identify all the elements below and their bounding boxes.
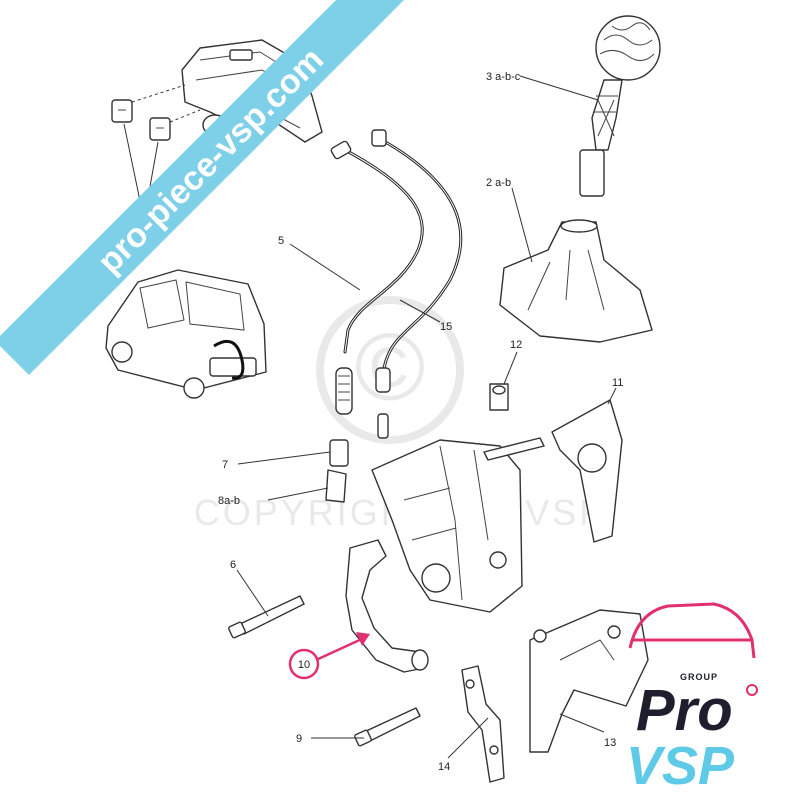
logo-dot-icon xyxy=(746,684,758,696)
callout-6: 6 xyxy=(230,559,236,571)
part-14-bracket xyxy=(461,665,505,783)
callout-12: 12 xyxy=(510,339,522,351)
logo-group-text: GROUP xyxy=(680,672,718,682)
part-7-bracket-clip xyxy=(329,439,349,467)
callout-3: 3 a-b-c xyxy=(486,71,521,83)
part-12-clip xyxy=(489,383,509,411)
part-3-gear-knob-lever xyxy=(579,15,661,197)
part-9-bolt xyxy=(354,707,421,747)
part-8-plate xyxy=(325,469,347,503)
part-2-gear-boot xyxy=(499,219,653,343)
logo-car-icon xyxy=(628,602,756,659)
part-5-15-cables xyxy=(330,129,463,439)
callout-7: 7 xyxy=(222,459,228,471)
callout-15: 15 xyxy=(440,321,452,333)
callout-5: 5 xyxy=(278,235,284,247)
copyright-symbol: © xyxy=(355,314,426,421)
part-11-mount xyxy=(551,399,623,543)
part-6-bolt xyxy=(228,595,305,639)
callout-14: 14 xyxy=(438,761,450,773)
copyright-circle xyxy=(316,296,464,444)
gearbox xyxy=(371,437,545,613)
callout-11: 11 xyxy=(612,377,623,389)
callout-13: 13 xyxy=(604,737,616,749)
logo-brand-bottom: VSP xyxy=(626,736,735,796)
part-4-switches xyxy=(111,84,201,141)
callout-9: 9 xyxy=(296,733,302,745)
callout-8: 8a-b xyxy=(218,495,240,507)
logo-brand-top: Pro xyxy=(636,678,733,743)
leader-lines xyxy=(123,21,617,759)
site-banner-bg xyxy=(0,0,425,375)
provsp-logo: GROUP Pro VSP xyxy=(626,602,758,796)
part-13-bracket xyxy=(529,609,649,753)
vehicle-illustration xyxy=(105,269,267,399)
callout-2: 2 a-b xyxy=(486,177,511,189)
callout-10: 10 xyxy=(298,659,310,671)
callout-10-highlight: 10 xyxy=(288,648,320,680)
